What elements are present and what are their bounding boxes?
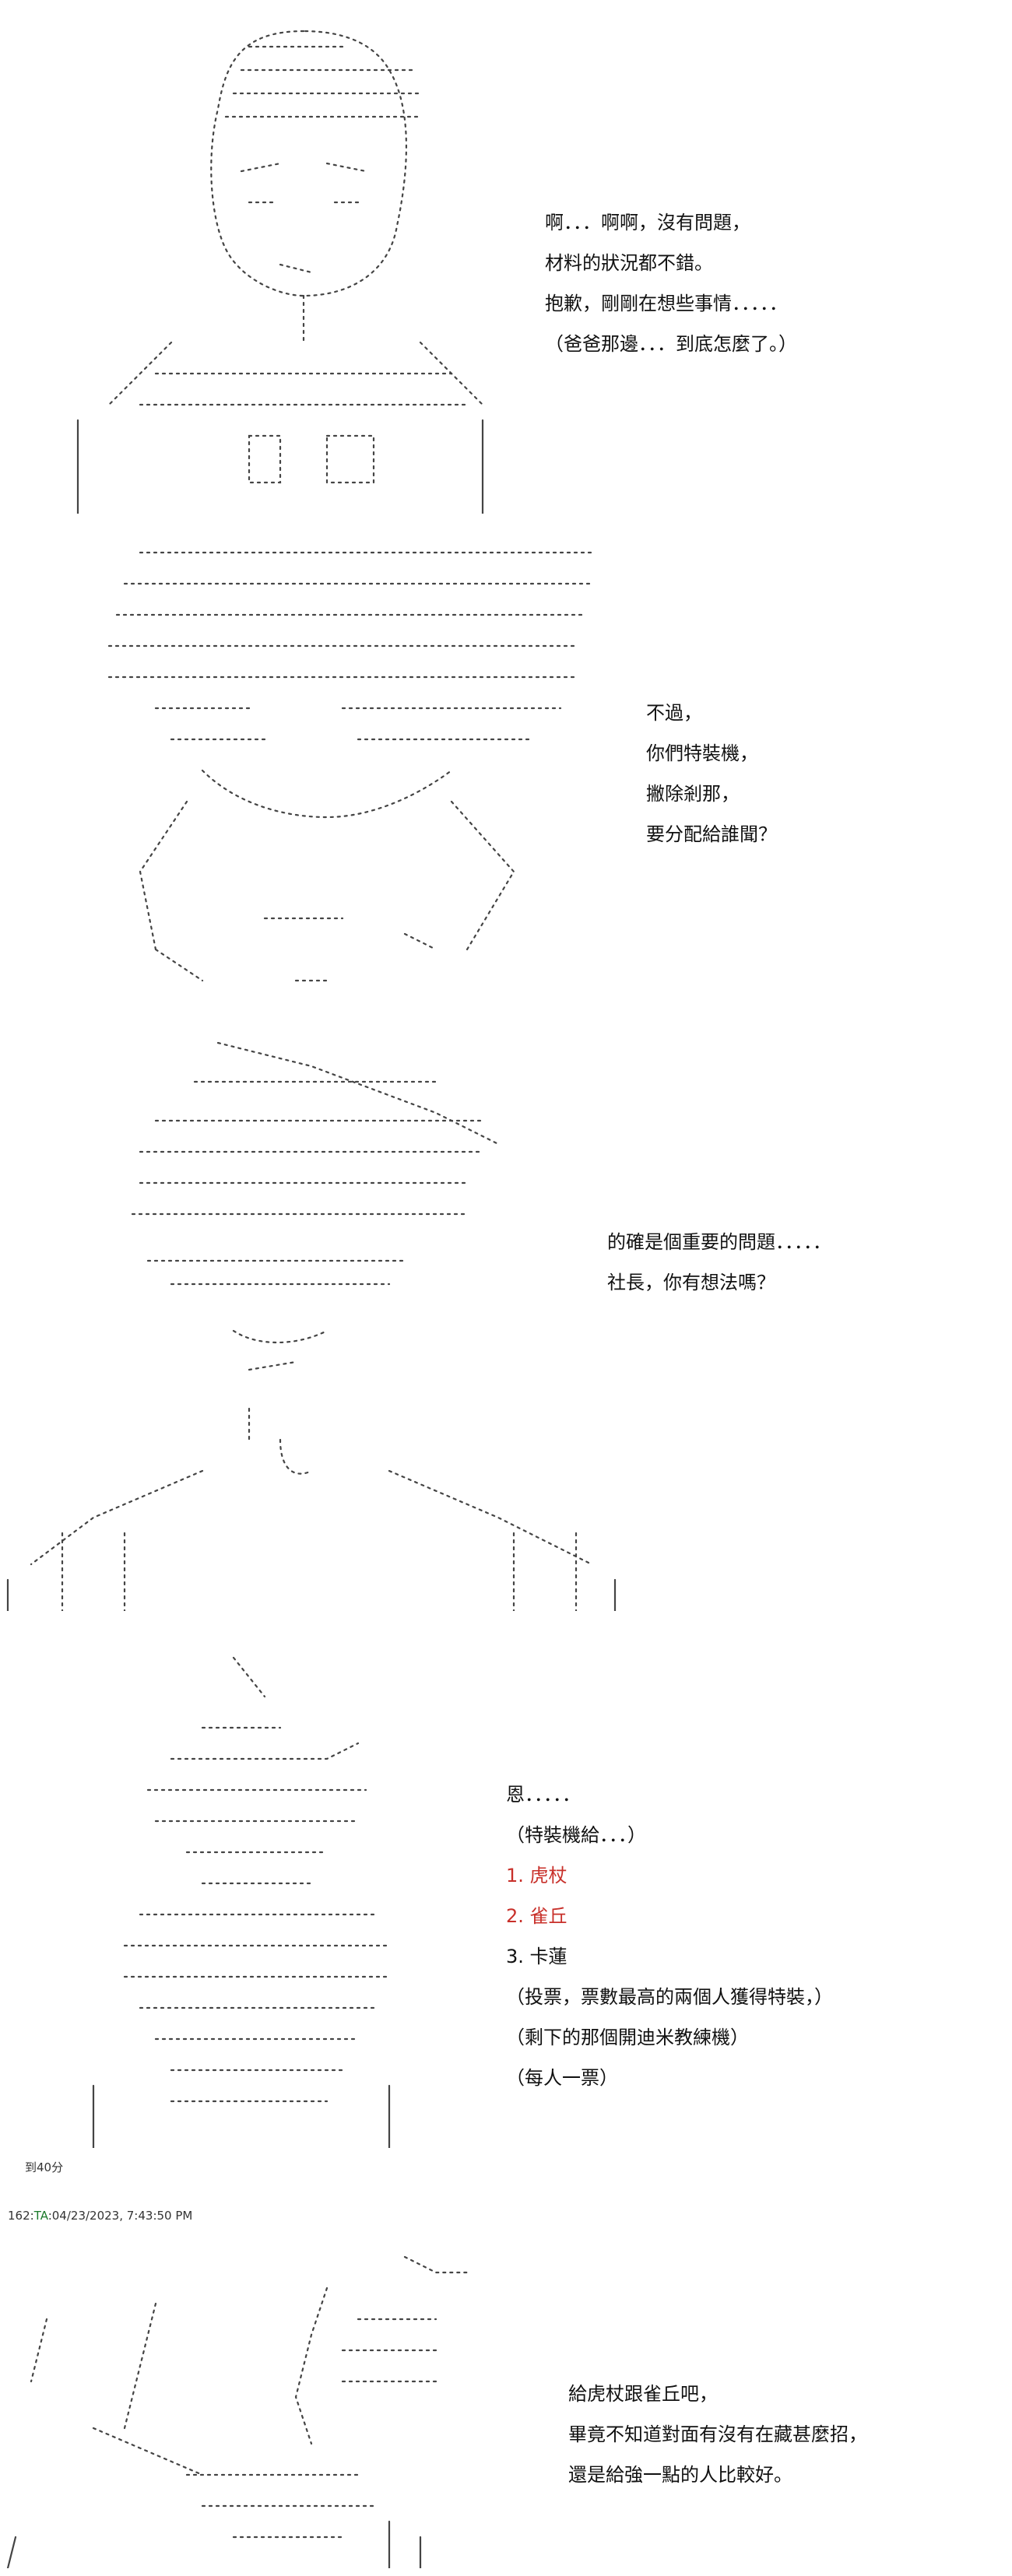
ascii-art-character-3 bbox=[0, 1035, 617, 1611]
dialogue-line: 的確是個重要的問題．．．．． bbox=[607, 1231, 831, 1253]
panel-2: 不過， 你們特裝機， 撇除剎那， 要分配給誰聞？ bbox=[0, 529, 1012, 1027]
ascii-art-character-5 bbox=[0, 2241, 498, 2568]
dialogue-line: 社長，你有想法嗎？ bbox=[607, 1272, 775, 1293]
panel-4: 恩．．．．． （特裝機給．．．） 1. 虎杖 2. 雀丘 3. 卡蓮 （投票，票… bbox=[0, 1619, 1012, 2202]
poster-name[interactable]: TA bbox=[33, 2209, 48, 2223]
dialogue-line: 不過， bbox=[646, 702, 702, 724]
ascii-art-character-1 bbox=[47, 16, 545, 514]
dialogue-line: 啊．．．啊啊，沒有問題， bbox=[545, 212, 750, 233]
dialogue-line: （每人一票） bbox=[506, 2067, 618, 2089]
dialogue-line: （特裝機給．．．） bbox=[506, 1824, 646, 1846]
dialogue-line: 你們特裝機， bbox=[646, 742, 758, 764]
dialogue-block-2: 不過， 你們特裝機， 撇除剎那， 要分配給誰聞？ bbox=[646, 693, 777, 855]
dialogue-line: （剩下的那個開迪米教練機） bbox=[506, 2027, 749, 2048]
dialogue-line: 還是給強一點的人比較好。 bbox=[568, 2464, 792, 2486]
panel-3: 的確是個重要的問題．．．．． 社長，你有想法嗎？ bbox=[0, 1027, 1012, 1619]
panel-5: 給虎杖跟雀丘吧， 畢竟不知道對面有沒有在藏甚麼招， 還是給強一點的人比較好。 bbox=[0, 2234, 1012, 2576]
dialogue-block-4: 恩．．．．． （特裝機給．．．） 1. 虎杖 2. 雀丘 3. 卡蓮 （投票，票… bbox=[506, 1774, 833, 2098]
dialogue-line: （爸爸那邊．．．到底怎麼了。） bbox=[545, 333, 797, 355]
ascii-art-character-2 bbox=[93, 545, 593, 1012]
dialogue-line: 要分配給誰聞？ bbox=[646, 823, 777, 845]
ascii-art-character-4 bbox=[31, 1650, 529, 2148]
vote-deadline: 到40分 bbox=[25, 2160, 64, 2174]
dialogue-line: 材料的狀況都不錯。 bbox=[545, 252, 713, 274]
dialogue-line: （投票，票數最高的兩個人獲得特裝，） bbox=[506, 1986, 833, 2008]
dialogue-line: 抱歉，剛剛在想些事情．．．．． bbox=[545, 293, 788, 314]
vote-option-2: 2. 雀丘 bbox=[506, 1905, 567, 1927]
dialogue-block-1: 啊．．．啊啊，沒有問題， 材料的狀況都不錯。 抱歉，剛剛在想些事情．．．．． （… bbox=[545, 202, 797, 364]
vote-option-1: 1. 虎杖 bbox=[506, 1865, 567, 1886]
panel-1: 啊．．．啊啊，沒有問題， 材料的狀況都不錯。 抱歉，剛剛在想些事情．．．．． （… bbox=[0, 0, 1012, 529]
vote-option-3: 3. 卡蓮 bbox=[506, 1946, 567, 1967]
dialogue-line: 恩．．．．． bbox=[506, 1784, 581, 1806]
post-header: 162:TA:04/23/2023, 7:43:50 PM bbox=[8, 2209, 193, 2223]
dialogue-block-5: 給虎杖跟雀丘吧， 畢竟不知道對面有沒有在藏甚麼招， 還是給強一點的人比較好。 bbox=[568, 2374, 867, 2495]
dialogue-line: 撇除剎那， bbox=[646, 783, 740, 805]
dialogue-line: 畢竟不知道對面有沒有在藏甚麼招， bbox=[568, 2423, 867, 2445]
dialogue-line: 給虎杖跟雀丘吧， bbox=[568, 2383, 718, 2405]
dialogue-block-3: 的確是個重要的問題．．．．． 社長，你有想法嗎？ bbox=[607, 1222, 831, 1303]
post-number: 162 bbox=[8, 2209, 30, 2223]
post-timestamp: 04/23/2023, 7:43:50 PM bbox=[51, 2209, 193, 2223]
